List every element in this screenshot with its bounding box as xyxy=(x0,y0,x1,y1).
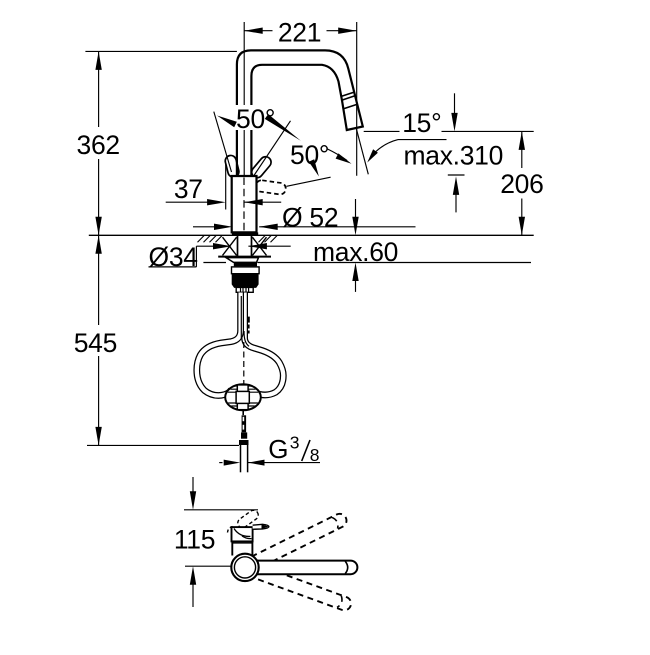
svg-text:50°: 50° xyxy=(290,140,329,170)
svg-text:G: G xyxy=(268,434,288,464)
svg-text:362: 362 xyxy=(77,130,120,160)
svg-text:15°: 15° xyxy=(402,108,441,138)
svg-text:545: 545 xyxy=(74,328,117,358)
svg-text:Ø 52: Ø 52 xyxy=(282,203,338,233)
svg-text:221: 221 xyxy=(278,17,321,47)
svg-text:8: 8 xyxy=(310,445,319,465)
svg-text:max.310: max.310 xyxy=(404,141,504,171)
svg-text:206: 206 xyxy=(500,169,543,199)
svg-text:3: 3 xyxy=(290,432,299,452)
svg-text:115: 115 xyxy=(174,525,215,555)
svg-text:37: 37 xyxy=(174,174,203,204)
svg-text:max.60: max.60 xyxy=(313,237,398,267)
svg-text:Ø34: Ø34 xyxy=(149,242,198,272)
